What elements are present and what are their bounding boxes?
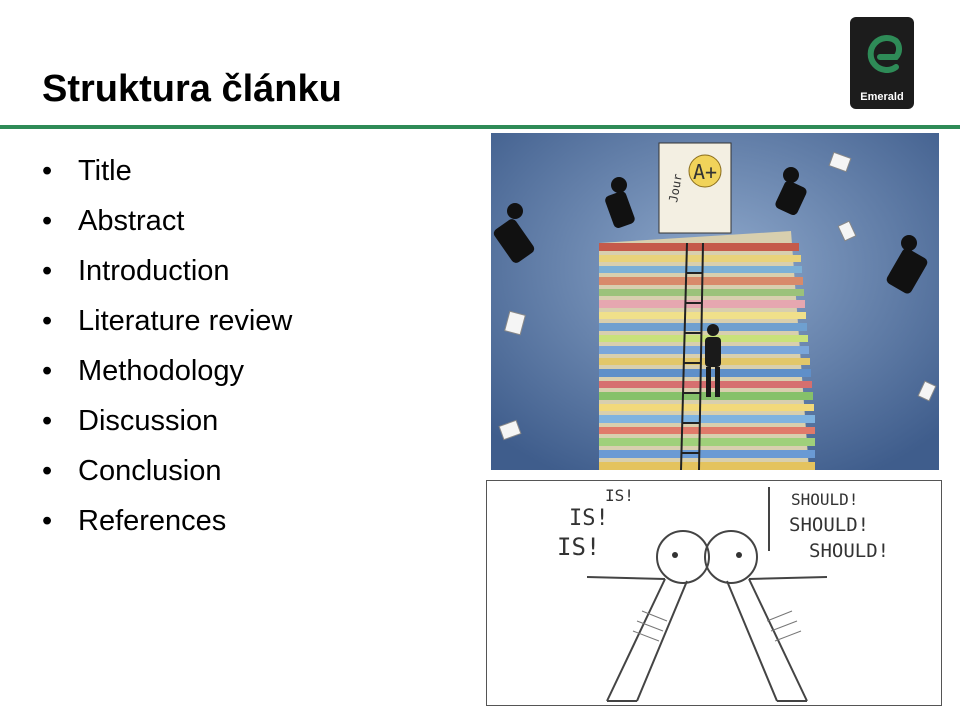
list-item: Methodology <box>40 348 292 398</box>
structure-list: Title Abstract Introduction Literature r… <box>40 148 292 548</box>
list-item: Introduction <box>40 248 292 298</box>
is-word: IS! <box>557 533 600 561</box>
list-item: Abstract <box>40 198 292 248</box>
should-word: SHOULD! <box>791 490 858 509</box>
is-word: IS! <box>605 486 634 505</box>
slide-title: Struktura článku <box>42 68 342 110</box>
logo-text: Emerald <box>860 91 904 103</box>
title-divider <box>0 125 960 129</box>
list-item: Literature review <box>40 298 292 348</box>
list-item: Conclusion <box>40 448 292 498</box>
list-item: Title <box>40 148 292 198</box>
should-word: SHOULD! <box>809 540 889 562</box>
should-word: SHOULD! <box>789 514 869 536</box>
list-item: Discussion <box>40 398 292 448</box>
is-should-illustration: IS! IS! IS! SHOULD! SHOULD! SHOULD! <box>486 480 942 706</box>
journal-tower-illustration: A+ Jour <box>491 133 939 471</box>
sign-grade: A+ <box>693 160 717 184</box>
emerald-logo-icon <box>867 35 902 73</box>
sign-journal-text: Jour <box>666 173 685 204</box>
emerald-logo: Emerald <box>850 17 914 109</box>
list-item: References <box>40 498 292 548</box>
is-word: IS! <box>569 506 609 531</box>
